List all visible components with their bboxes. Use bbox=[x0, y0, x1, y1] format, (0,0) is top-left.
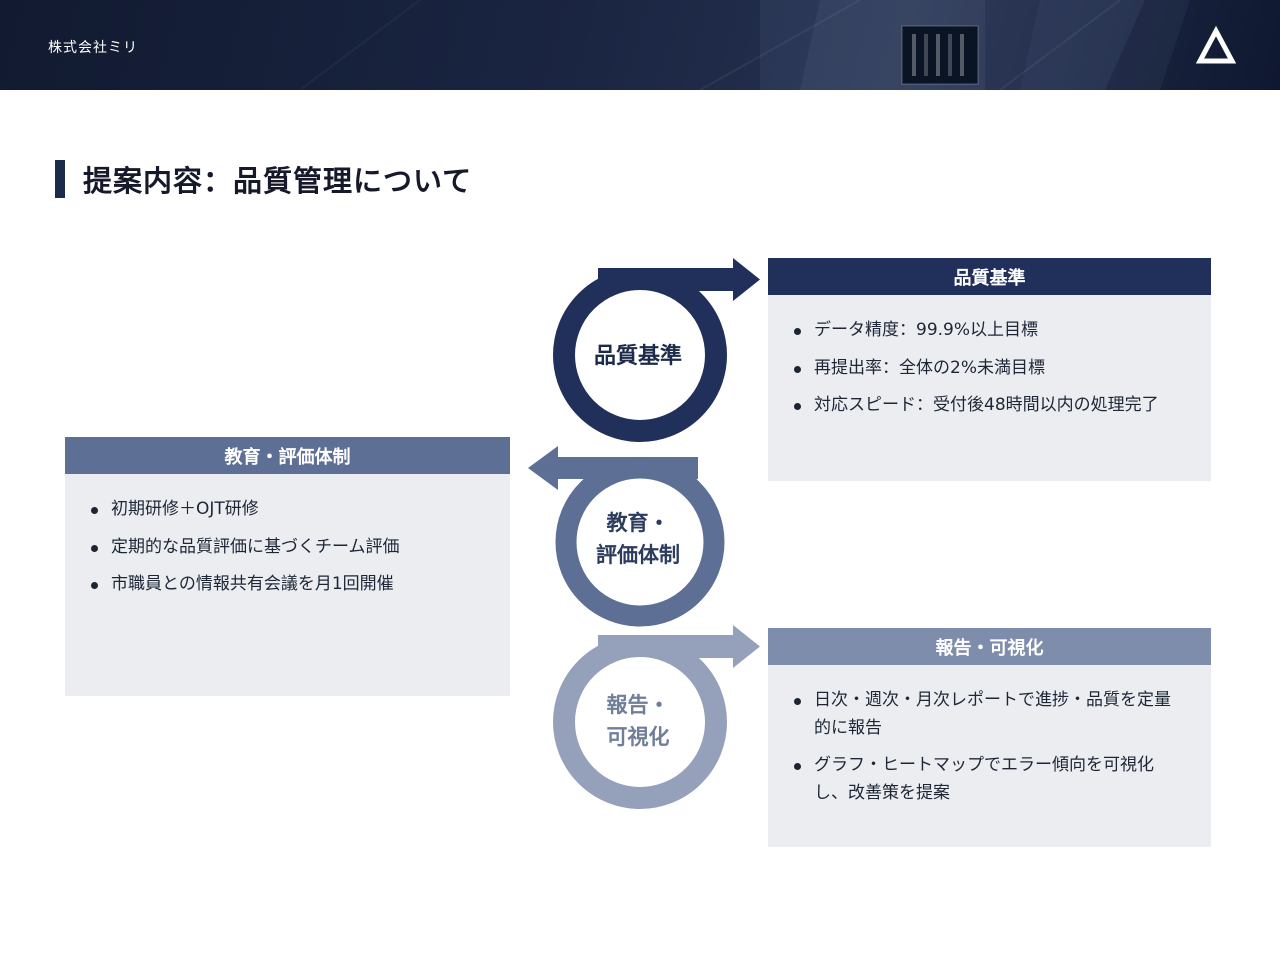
panel-header-report: 報告・可視化 bbox=[768, 628, 1211, 665]
bullet-text: 市職員との情報共有会議を月1回開催 bbox=[111, 574, 394, 595]
cycle-label-education: 教育・ 評価体制 bbox=[553, 508, 723, 571]
list-item: 初期研修＋OJT研修 bbox=[85, 496, 486, 524]
company-name: 株式会社ミリ bbox=[48, 40, 138, 56]
bullet-dot-icon bbox=[794, 328, 801, 335]
bullet-text: 初期研修＋OJT研修 bbox=[111, 499, 259, 519]
cycle-ring-education bbox=[528, 446, 725, 627]
title-accent-bar bbox=[55, 160, 65, 198]
cycle-label-quality-line: 品質基準 bbox=[593, 344, 682, 369]
panel-body-quality: データ精度：99.9%以上目標 再提出率：全体の2%未満目標 対応スピード：受付… bbox=[768, 295, 1211, 481]
list-item: 日次・週次・月次レポートで進捗・品質を定量的に報告 bbox=[788, 687, 1187, 742]
list-item: 市職員との情報共有会議を月1回開催 bbox=[85, 571, 486, 599]
cycle-ring-quality bbox=[553, 258, 760, 442]
cycle-label-education-line2: 評価体制 bbox=[596, 542, 680, 567]
list-item: グラフ・ヒートマップでエラー傾向を可視化し、改善策を提案 bbox=[788, 752, 1187, 807]
cycle-label-report-line2: 可視化 bbox=[606, 724, 670, 749]
page-title: 提案内容：品質管理について bbox=[83, 164, 473, 198]
bullet-dot-icon bbox=[794, 698, 801, 705]
list-item: データ精度：99.9%以上目標 bbox=[788, 317, 1187, 345]
list-item: 定期的な品質評価に基づくチーム評価 bbox=[85, 534, 486, 562]
panel-header-education: 教育・評価体制 bbox=[65, 437, 510, 474]
bullet-dot-icon bbox=[91, 507, 98, 514]
bullet-text: データ精度：99.9%以上目標 bbox=[814, 320, 1039, 340]
bullet-dot-icon bbox=[794, 763, 801, 771]
cycle-label-report-line1: 報告・ bbox=[606, 693, 670, 717]
list-item: 再提出率：全体の2%未満目標 bbox=[788, 355, 1187, 383]
cycle-ring-report bbox=[553, 625, 760, 809]
bullet-dot-icon bbox=[91, 544, 98, 552]
bullet-dot-icon bbox=[794, 403, 801, 411]
company-logo-icon bbox=[1195, 25, 1237, 64]
panel-body-education: 初期研修＋OJT研修 定期的な品質評価に基づくチーム評価 市職員との情報共有会議… bbox=[65, 474, 510, 696]
bullet-text: 日次・週次・月次レポートで進捗・品質を定量的に報告 bbox=[814, 690, 1171, 738]
header-band: 株式会社ミリ bbox=[0, 0, 1280, 90]
bullet-text: グラフ・ヒートマップでエラー傾向を可視化し、改善策を提案 bbox=[814, 755, 1154, 803]
title-row: 提案内容：品質管理について bbox=[55, 156, 472, 202]
list-item: 対応スピード：受付後48時間以内の処理完了 bbox=[788, 392, 1187, 420]
panel-body-report: 日次・週次・月次レポートで進捗・品質を定量的に報告 グラフ・ヒートマップでエラー… bbox=[768, 665, 1211, 847]
panel-header-quality: 品質基準 bbox=[768, 258, 1211, 295]
cycle-label-report: 報告・ 可視化 bbox=[553, 690, 723, 753]
bullet-text: 定期的な品質評価に基づくチーム評価 bbox=[111, 536, 400, 557]
bullet-text: 対応スピード：受付後48時間以内の処理完了 bbox=[814, 395, 1159, 416]
bullet-dot-icon bbox=[91, 582, 98, 590]
cycle-label-quality: 品質基準 bbox=[553, 340, 723, 373]
bullet-dot-icon bbox=[794, 365, 801, 373]
header-building-decoration bbox=[299, 0, 1190, 90]
bullet-text: 再提出率：全体の2%未満目標 bbox=[814, 357, 1045, 378]
cycle-label-education-line1: 教育・ bbox=[606, 511, 670, 535]
